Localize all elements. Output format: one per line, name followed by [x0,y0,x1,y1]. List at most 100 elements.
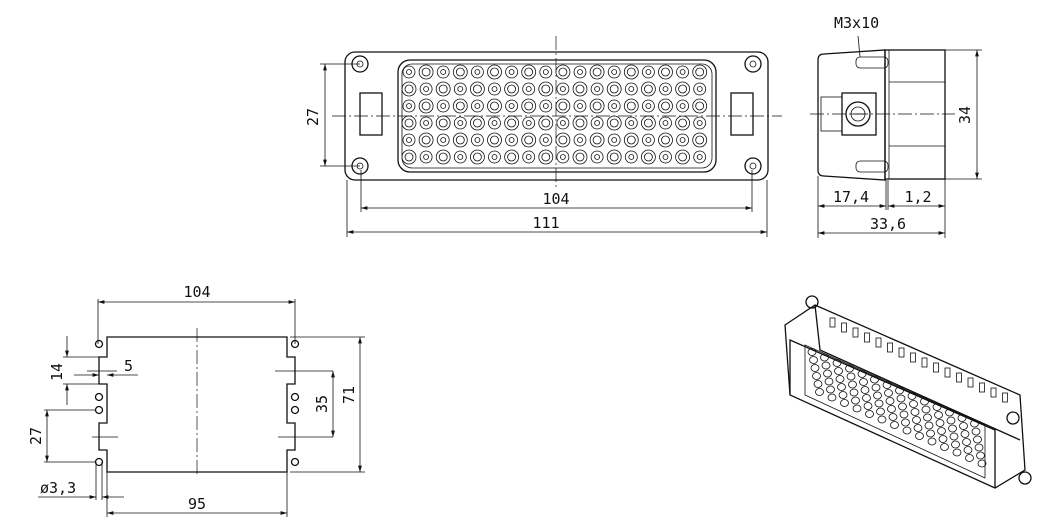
pin-contact-icon [470,99,484,113]
iso-pin-icon [846,372,856,381]
pin-contact-inner [592,135,602,145]
pin-contact-icon [469,149,485,165]
pin-contact-inner [474,69,481,75]
iso-pin-icon [874,399,884,408]
pin-contact-icon [521,64,537,80]
iso-pin-icon [974,443,984,452]
pin-contact-icon [641,81,656,97]
pin-contact-icon [488,116,501,130]
iso-pin-icon [832,359,842,367]
iso-pin-icon [815,388,824,396]
iso-pin-icon [935,419,945,427]
iso-pin-icon [946,416,956,425]
iso-pin-icon [973,435,982,444]
iso-pin-icon [835,375,845,383]
pin-grid [401,64,708,165]
pin-contact-inner [404,84,414,94]
pin-contact-icon [522,82,536,96]
pin-contact-icon [659,150,672,164]
pin-contact-inner [490,135,499,145]
iso-pin-icon [963,446,973,454]
iso-pin-icon [876,407,885,416]
pin-contact-icon [693,116,707,130]
pin-contact-inner [695,67,705,77]
iso-pin-icon [910,408,920,416]
iso-tooth [875,337,882,348]
pin-contact-icon [607,99,621,113]
pin-contact-icon [658,98,673,114]
pin-contact-inner [404,152,414,162]
isometric-view [784,295,1032,489]
pin-contact-inner [423,120,430,126]
dim-hole-pitch: 27 [27,427,45,445]
pin-contact-inner [594,86,600,92]
dim-cutout-height: 71 [340,386,358,404]
pin-contact-icon [624,116,638,130]
pin-contact-icon [556,150,570,164]
iso-pin-icon [871,383,881,392]
pin-contact-inner [440,103,447,109]
pin-contact-inner [440,69,447,75]
pin-contact-inner [508,103,515,109]
pin-contact-icon [658,64,673,80]
pin-contact-icon [452,132,468,148]
iso-pin-icon [976,451,985,460]
iso-pin-icon [826,385,835,394]
pin-contact-inner [645,69,652,75]
pin-contact-icon [469,115,485,131]
pin-contact-inner [678,152,687,162]
iso-pin-icon [915,432,924,440]
pin-contact-inner [592,101,602,111]
pin-contact-inner [438,152,448,162]
dim-side-height: 34 [956,106,974,124]
pin-contact-icon [641,149,656,165]
pin-contact-inner [491,154,498,160]
pin-contact-inner [474,137,481,143]
pin-contact-icon [623,132,639,148]
pin-contact-inner [508,137,515,143]
pin-contact-icon [452,64,468,80]
pin-contact-icon [504,115,520,131]
iso-tooth [910,352,916,363]
pin-contact-inner [695,101,705,111]
pin-contact-icon [487,64,502,80]
pin-contact-icon [607,65,621,79]
iso-pin-icon [845,364,854,373]
pin-contact-icon [572,81,588,97]
dim-side-depth-a: 17,4 [833,188,869,206]
pin-contact-icon [538,115,554,131]
pin-contact-icon [675,149,690,165]
pin-contact-inner [558,135,568,145]
pin-contact-inner [577,69,583,75]
pin-contact-icon [692,132,708,148]
pin-contact-inner [575,118,585,128]
dim-front-height: 27 [304,108,322,126]
pin-contact-icon [589,98,605,114]
iso-pin-icon [934,411,943,419]
pin-contact-inner [524,101,534,111]
pin-contact-icon [642,99,655,113]
pin-contact-inner [421,67,431,77]
pin-contact-inner [628,86,635,92]
pin-contact-inner [679,137,686,143]
pin-contact-icon [505,65,519,79]
pin-contact-icon [606,81,622,97]
pin-contact-inner [490,67,499,77]
pin-contact-icon [488,82,501,96]
iso-tooth [864,332,870,343]
iso-pin-icon [898,402,907,411]
pin-contact-inner [577,103,583,109]
iso-tooth [956,372,962,383]
pin-contact-inner [406,103,412,109]
pin-contact-inner [628,154,635,160]
pin-contact-inner [490,101,499,111]
iso-pin-icon [857,370,867,378]
pin-contact-icon [504,81,520,97]
pin-contact-icon [521,132,537,148]
pin-contact-icon [505,133,519,147]
dim-front-width-inner: 104 [542,190,569,208]
iso-pin-icon [924,421,934,430]
pin-contact-inner [455,101,465,111]
pin-contact-icon [572,115,588,131]
